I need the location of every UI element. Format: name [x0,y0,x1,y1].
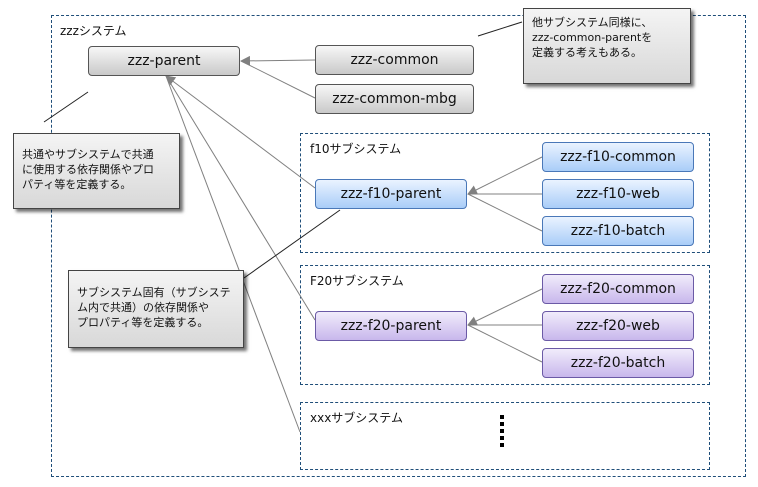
zzz-system-group [51,15,746,477]
edge-f10-parent-to-parent [165,75,316,189]
edge-f10-common-to-f10-parent [467,156,543,195]
zzz-f10-web-node[interactable]: zzz-f10-web [542,179,694,209]
note-middle-line-2: ム内で共通）の依存関係や [77,301,209,314]
edge-xxx-to-parent [165,75,301,433]
f20-subsystem-label: F20サブシステム [310,274,404,288]
zzz-f20-common-node[interactable]: zzz-f20-common [542,274,694,304]
zzz-common-mbg-node[interactable]: zzz-common-mbg [315,84,474,114]
zzz-common-node[interactable]: zzz-common [315,45,474,75]
note-middle: サブシステム固有（サブシステ ム内で共通）の依存関係や プロパティ等を定義する。 [68,270,244,348]
f10-subsystem-group [300,133,710,253]
note-top-right-line-2: zzz-common-parentを [532,31,653,44]
note-left-line-1: 共通やサブシステムで共通 [22,148,154,161]
callout-middle [243,209,341,279]
edge-f20-common-to-f20-parent [467,288,543,326]
note-top-right-line-1: 他サブシステム同様に、 [532,16,653,29]
more-items-ellipsis-icon [500,415,504,447]
edge-f10-batch-to-f10-parent [467,193,543,232]
xxx-subsystem-group [300,402,710,470]
zzz-f10-parent-node[interactable]: zzz-f10-parent [315,179,467,209]
note-left-line-3: パティ等を定義する。 [22,178,132,191]
zzz-f10-batch-node[interactable]: zzz-f10-batch [542,216,694,246]
edge-common-to-parent [240,55,316,66]
note-left: 共通やサブシステムで共通 に使用する依存関係やプロ パティ等を定義する。 [13,133,180,209]
edge-f20-batch-to-f20-parent [467,324,543,363]
xxx-subsystem-label: xxxサブシステム [310,411,403,425]
note-middle-line-1: サブシステム固有（サブシステ [77,286,231,299]
zzz-system-label: zzzシステム [60,24,127,38]
zzz-f20-parent-node[interactable]: zzz-f20-parent [315,311,467,341]
note-left-line-2: に使用する依存関係やプロ [22,163,154,176]
zzz-f20-batch-node[interactable]: zzz-f20-batch [542,348,694,378]
zzz-f20-web-node[interactable]: zzz-f20-web [542,311,694,341]
callout-left [43,91,89,123]
f20-subsystem-group [300,265,710,385]
zzz-f10-common-node[interactable]: zzz-f10-common [542,142,694,172]
edge-f20-parent-to-parent [165,75,316,321]
note-middle-line-3: プロパティ等を定義する。 [77,316,209,329]
zzz-parent-node[interactable]: zzz-parent [88,46,240,76]
f10-subsystem-label: f10サブシステム [310,142,402,156]
note-top-right-line-3: 定義する考えもある。 [532,46,642,59]
edge-common-mbg-to-parent [240,60,316,99]
callout-top-right [477,21,523,37]
note-top-right: 他サブシステム同様に、 zzz-common-parentを 定義する考えもある… [523,8,691,84]
